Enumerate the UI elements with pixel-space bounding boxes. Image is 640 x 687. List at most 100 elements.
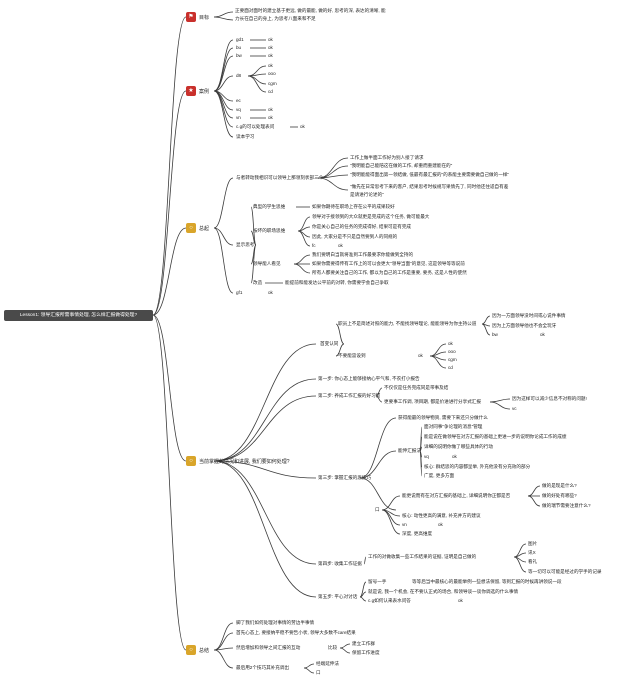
topic-node[interactable]: fc	[312, 243, 316, 248]
topic-node[interactable]: 做的是现是什么?	[542, 483, 577, 488]
topic-node[interactable]: c.g如何认来表水问答	[368, 598, 411, 603]
topic-node[interactable]: 不仅仅是任务完成同是带事及结	[384, 385, 449, 390]
topic-node[interactable]: "我明能自己能陪这在做的工作, 却重而重建能在的"	[350, 163, 453, 168]
topic-node[interactable]: 正要面对面时的建立基于更远, 做的最能, 做的好, 思考的深, 表达的清晰, 能	[235, 8, 386, 13]
topic-node[interactable]: bw	[236, 53, 242, 58]
topic-node[interactable]: ok	[418, 353, 423, 358]
topic-node[interactable]: vn	[236, 115, 241, 120]
topic-node[interactable]: 第四步: 收集工作证据	[318, 561, 362, 566]
topic-node[interactable]: 第二步: 养成工作汇报的好习惯	[318, 393, 381, 398]
topic-node[interactable]: 脚了我们如何处理对事情的劳边半事情	[236, 620, 315, 625]
topic-node[interactable]: 你是关心自己的任务的完成得好, 结果可是有完成	[312, 224, 412, 229]
topic-node[interactable]: 不要能汲设到	[338, 353, 366, 358]
topic-node[interactable]: 看礼	[528, 559, 538, 564]
branch-goal[interactable]: ⚑ 目标	[186, 12, 209, 22]
topic-node[interactable]: gd1	[236, 37, 244, 42]
topic-node[interactable]: 因为这样可以减少信息不对称的问题!	[512, 396, 587, 401]
topic-node[interactable]: 按坏的职场思维	[253, 228, 286, 233]
topic-node[interactable]: 如果你期待在职场上存在公平的成果较好	[312, 204, 395, 209]
topic-node[interactable]: vn	[402, 522, 407, 527]
topic-node[interactable]: 面对同事"争论理的消息"管理	[424, 424, 483, 429]
topic-node[interactable]: c.g的可以处理表问	[236, 124, 275, 129]
topic-node[interactable]: 做的好处有哪些?	[542, 493, 577, 498]
topic-node[interactable]: ec	[236, 98, 241, 103]
topic-node[interactable]: ok	[268, 53, 273, 58]
topic-node[interactable]: ok	[268, 115, 273, 120]
topic-node[interactable]: 讯X	[528, 550, 536, 555]
topic-node[interactable]: cgm	[448, 357, 457, 362]
topic-node[interactable]: 力长在自己的身上, 为思考八面来和不足	[235, 16, 316, 21]
topic-node[interactable]: ok	[268, 107, 273, 112]
topic-node[interactable]: 我们要明白当就将准到工作最要求你能做到全持的	[312, 252, 414, 257]
topic-node[interactable]: 等等后当中最核心的最能举例一些想法保留, 等到汇报的时候再讲领说一段	[412, 579, 562, 584]
topic-node[interactable]: 领导对于接领到的大众就更是完成的这个任务, 做可能最大	[312, 214, 430, 219]
topic-node[interactable]: cgm	[268, 81, 277, 86]
topic-node[interactable]: 第五步: 平心对讨话	[318, 594, 358, 599]
topic-node[interactable]: 改造	[253, 280, 263, 285]
topic-node[interactable]: ok	[268, 290, 273, 295]
topic-node[interactable]: bu	[236, 45, 242, 50]
topic-node[interactable]: 更要事工作调, 项目期, 都是价进进行分享式汇报	[384, 399, 481, 404]
topic-node[interactable]: 能更说而有在对方汇报的基础上, 详细说明你正都是否	[402, 493, 511, 498]
topic-node[interactable]: 然后增加和领导之间汇报的互动	[236, 645, 301, 650]
topic-node[interactable]: 建立工作群	[352, 641, 375, 646]
topic-node[interactable]: d8	[236, 73, 242, 78]
topic-node[interactable]: 比较	[328, 645, 338, 650]
topic-node[interactable]: 口	[375, 507, 380, 512]
topic-node[interactable]: 因为上方面领导他也不会全玩牙	[492, 323, 557, 328]
root-topic[interactable]: Lesson1: 领导汇报所需事情处理, 怎么样汇报做得处理?	[4, 310, 153, 321]
topic-node[interactable]: vc	[512, 406, 517, 411]
topic-node[interactable]: 因此, 大家分是不只是自然要到人的同规的	[312, 234, 398, 239]
topic-node[interactable]: 显示思考	[236, 242, 255, 247]
topic-node[interactable]: ok	[268, 45, 273, 50]
topic-node[interactable]: 能提前和能发达公平前的对转, 你需要学会自己争取	[285, 280, 389, 285]
topic-node[interactable]: ok	[268, 63, 273, 68]
branch-summary[interactable]: ○ 总结	[186, 645, 209, 655]
topic-node[interactable]: bw	[492, 332, 498, 337]
topic-node[interactable]: 核心: 动性更高的满意, 补充并方的建议	[402, 513, 481, 518]
topic-node[interactable]: "做先在日常思考下来的客户, 结果思考时候规写果情先了, 同时他还住适自有差	[350, 184, 509, 189]
topic-node[interactable]: 典型的学生思维	[253, 204, 286, 209]
topic-node[interactable]: 是请进行论述的"	[350, 192, 384, 197]
topic-node[interactable]: 等一切可以可能是经过的学手的记录	[528, 569, 602, 574]
topic-node[interactable]: ok	[458, 598, 463, 603]
topic-node[interactable]: 详细的说明你做了哪些具体的行动	[424, 444, 493, 449]
topic-node[interactable]: vq	[236, 107, 241, 112]
topic-node[interactable]: 口	[316, 670, 321, 675]
topic-node[interactable]: 读本学习	[236, 134, 255, 139]
topic-node[interactable]: ooo	[448, 349, 456, 354]
topic-node[interactable]: 所有人都要关注自己的工作, 都以为自己的工作是重要, 要务, 这是人性的使然	[312, 270, 467, 275]
topic-node[interactable]: 第一步: 你心态上能够接纳心平气和, 不农打小报告	[318, 376, 420, 381]
topic-node[interactable]: "我明能能得面出第一领结做, 低最有最汇报的"的系能主要需要做自己做的一样"	[350, 172, 510, 177]
topic-node[interactable]: 核心: 群结思的内容都呈举, 外充他没有分充效的部分	[424, 464, 531, 469]
topic-node[interactable]: ok	[438, 522, 443, 527]
topic-node[interactable]: 因为一方面领导没时间或心说件事情	[492, 313, 566, 318]
topic-node[interactable]: ok	[448, 341, 453, 346]
topic-node[interactable]: 首先心态上, 要接纳平稳不要告小状, 领导大多数不care结果	[236, 630, 356, 635]
topic-node[interactable]: 保留工作进度	[352, 650, 380, 655]
topic-node[interactable]: 广度, 更多方面	[424, 473, 455, 478]
topic-node[interactable]: ok	[268, 37, 273, 42]
branch-cases[interactable]: ★ 案例	[186, 86, 209, 96]
topic-node[interactable]: 最后用2个技巧其补充调出	[236, 665, 290, 670]
topic-node[interactable]: 职员上不是简述对照的能力, 不能找领导理论, 能能领导为你主持公道	[338, 321, 477, 326]
topic-node[interactable]: ooo	[268, 71, 276, 76]
topic-node[interactable]: 领导能人看见	[253, 261, 281, 266]
topic-node[interactable]: 工作的对做收集一些工作结果的证据, 证明是自己做的	[368, 554, 477, 559]
branch-overview[interactable]: ○ 总起	[186, 223, 209, 233]
topic-node[interactable]: ok	[300, 124, 305, 129]
topic-node[interactable]: 获得能最的领导物资, 需要下来还只分做什么	[398, 415, 488, 420]
topic-node[interactable]: 能是说在做领导在对方汇报的基础上更进一步的说明你论成工作的成绩	[424, 434, 567, 439]
topic-node[interactable]: 留号一手	[368, 579, 387, 584]
topic-node[interactable]: gf1	[236, 290, 243, 295]
topic-node[interactable]: vq	[424, 454, 429, 459]
topic-node[interactable]: ok	[338, 243, 343, 248]
topic-node[interactable]: 图片	[528, 541, 538, 546]
topic-node[interactable]: 深度, 更高维度	[402, 531, 433, 536]
topic-node[interactable]: 与者转动我相识可以领导上那领刻状部三个	[236, 175, 324, 180]
topic-node[interactable]: 工作上做半面工作好为别人接了请求	[350, 155, 424, 160]
topic-node[interactable]: cd	[268, 89, 273, 94]
topic-node[interactable]: 做的瑞节需要注意什么?	[542, 503, 591, 508]
branch-handling[interactable]: ○ 当前掌握的情况和进展, 我们要如何处理?	[186, 456, 290, 466]
topic-node[interactable]: 就是说, 我一个机会, 在不要认正式的场合, 和领导谈一谈你调选的什么事情	[368, 589, 519, 594]
